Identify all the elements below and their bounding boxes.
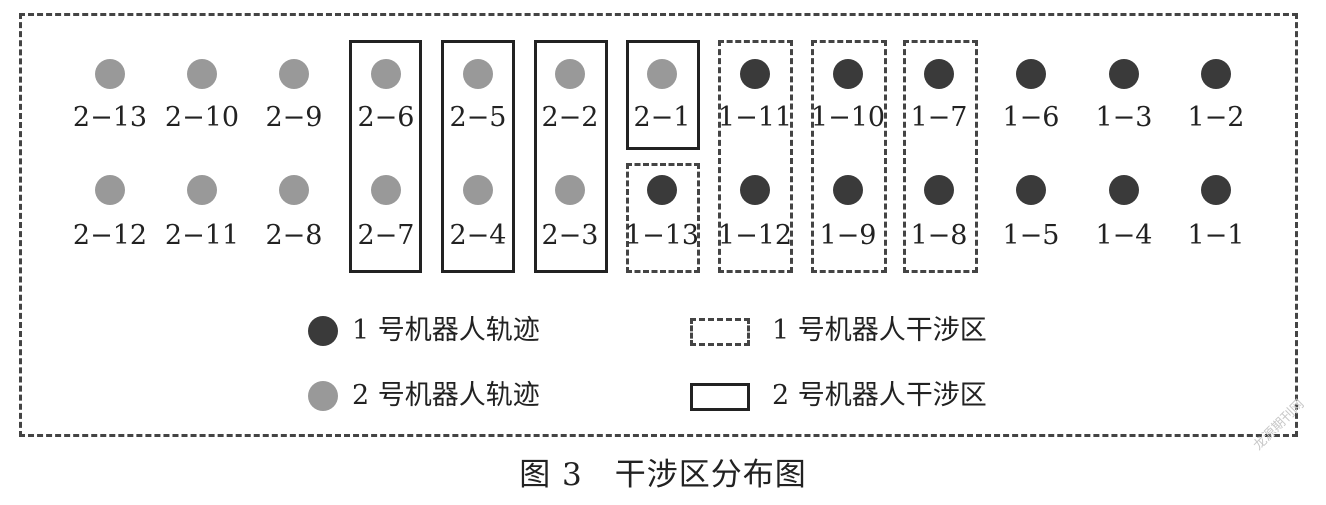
track-point-marker bbox=[924, 59, 954, 89]
robot1-zone-box-1-11-1-12 bbox=[718, 40, 793, 273]
robot2-zone-box-2-5-2-4 bbox=[441, 40, 515, 273]
track-point-marker bbox=[1109, 175, 1139, 205]
track-point-marker bbox=[371, 59, 401, 89]
track-point-marker bbox=[833, 175, 863, 205]
track-point-marker bbox=[463, 59, 493, 89]
track-point-label: 1−2 bbox=[1187, 102, 1245, 133]
track-point-marker bbox=[740, 175, 770, 205]
track-point-label: 1−8 bbox=[910, 220, 968, 251]
track-point-label: 2−8 bbox=[265, 220, 323, 251]
figure-caption: 图 3 干涉区分布图 bbox=[519, 457, 807, 493]
track-point-marker bbox=[279, 175, 309, 205]
track-point-label: 2−9 bbox=[265, 102, 323, 133]
track-point-label: 2−6 bbox=[357, 102, 415, 133]
diagram-frame bbox=[19, 13, 1298, 437]
track-point-marker bbox=[1201, 175, 1231, 205]
track-point-marker bbox=[187, 175, 217, 205]
track-point-label: 1−13 bbox=[624, 220, 700, 251]
robot1-zone-box-1-10-1-9 bbox=[811, 40, 887, 273]
track-point-label: 1−11 bbox=[717, 102, 793, 133]
legend-robot2-track-label: 2 号机器人轨迹 bbox=[352, 380, 540, 411]
track-point-marker bbox=[371, 175, 401, 205]
track-point-marker bbox=[740, 59, 770, 89]
track-point-marker bbox=[555, 175, 585, 205]
legend-robot1-zone-label: 1 号机器人干涉区 bbox=[772, 315, 987, 346]
track-point-label: 1−3 bbox=[1095, 102, 1153, 133]
legend-robot2-zone-marker bbox=[690, 383, 750, 411]
track-point-label: 2−2 bbox=[541, 102, 599, 133]
track-point-label: 2−11 bbox=[164, 220, 240, 251]
track-point-marker bbox=[187, 59, 217, 89]
track-point-marker bbox=[647, 175, 677, 205]
track-point-label: 1−4 bbox=[1095, 220, 1153, 251]
legend-robot1-track-marker bbox=[308, 316, 338, 346]
legend-robot2-track-marker bbox=[308, 381, 338, 411]
track-point-label: 1−1 bbox=[1187, 220, 1245, 251]
track-point-marker bbox=[1016, 59, 1046, 89]
legend-robot2-zone-label: 2 号机器人干涉区 bbox=[772, 380, 987, 411]
track-point-marker bbox=[833, 59, 863, 89]
track-point-marker bbox=[1201, 59, 1231, 89]
track-point-label: 1−5 bbox=[1002, 220, 1060, 251]
track-point-label: 1−10 bbox=[810, 102, 886, 133]
track-point-label: 2−1 bbox=[633, 102, 691, 133]
legend-robot1-track-label: 1 号机器人轨迹 bbox=[352, 315, 540, 346]
track-point-label: 2−12 bbox=[72, 220, 148, 251]
robot2-zone-box-2-2-2-3 bbox=[534, 40, 608, 273]
track-point-label: 1−6 bbox=[1002, 102, 1060, 133]
track-point-label: 1−7 bbox=[910, 102, 968, 133]
track-point-marker bbox=[924, 175, 954, 205]
track-point-label: 2−7 bbox=[357, 220, 415, 251]
track-point-marker bbox=[95, 59, 125, 89]
robot1-zone-box-1-13 bbox=[626, 163, 700, 273]
track-point-marker bbox=[463, 175, 493, 205]
legend-robot1-zone-marker bbox=[690, 318, 750, 346]
track-point-marker bbox=[647, 59, 677, 89]
track-point-label: 1−9 bbox=[819, 220, 877, 251]
track-point-marker bbox=[95, 175, 125, 205]
track-point-label: 2−4 bbox=[449, 220, 507, 251]
track-point-label: 2−3 bbox=[541, 220, 599, 251]
track-point-marker bbox=[555, 59, 585, 89]
track-point-label: 1−12 bbox=[717, 220, 793, 251]
track-point-marker bbox=[1109, 59, 1139, 89]
track-point-label: 2−5 bbox=[449, 102, 507, 133]
track-point-marker bbox=[279, 59, 309, 89]
track-point-label: 2−13 bbox=[72, 102, 148, 133]
robot1-zone-box-1-7-1-8 bbox=[903, 40, 978, 273]
track-point-marker bbox=[1016, 175, 1046, 205]
track-point-label: 2−10 bbox=[164, 102, 240, 133]
robot2-zone-box-2-1 bbox=[626, 40, 700, 150]
robot2-zone-box-2-6-2-7 bbox=[349, 40, 422, 273]
